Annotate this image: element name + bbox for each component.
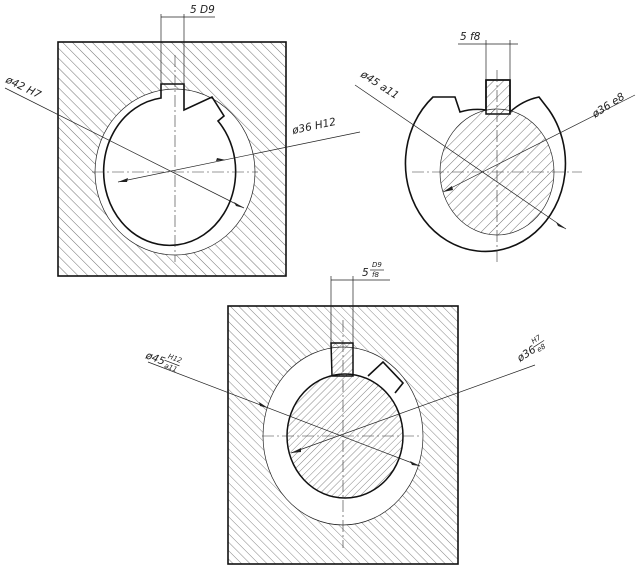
shaft-outer-dia-label: ø45 a11 [358,68,401,102]
hub-outer-dia-arrow [234,202,244,208]
assembly-outer-dia-base: ø45 [143,349,167,368]
figure-shaft: 5 f8 ø45 a11 ø36 e8 [354,31,636,262]
assembly-inner-dia-arrow [291,448,301,453]
hub-outer-dia-leader [4,87,245,209]
assembly-inner-dia-fit-bar [533,340,545,348]
hub-inner-dia-arrow-right [216,158,226,161]
assembly-outer-dia-fit-bar [164,359,180,367]
assembly-hatched-hub [228,306,458,564]
hub-outline [57,41,287,277]
shaft-inner-dia-arrow [443,186,453,192]
hub-inner-dia-arrow-left [118,178,128,182]
assembly-inner-dia-leader [290,364,536,454]
assembly-outer-dia-arrow-right [410,461,420,466]
assembly-key-width-lower: f8 [372,271,379,279]
assembly-inner-dia-lower: e8 [535,342,547,354]
assembly-key-width-upper: D9 [372,261,382,269]
assembly-outer-dia-leader [147,361,421,467]
assembly-outer-dia-arrow-left [259,402,268,408]
hub-hatched-body [58,42,286,276]
assembly-key-width-base: 5 [362,267,369,279]
shaft-inner-dia-label: ø36 e8 [589,91,627,122]
assembly-key [330,342,354,377]
shaft-outer-dia-leader [354,84,567,230]
figure-hub: 5 D9 ø42 H7 ø36 H12 [3,4,361,277]
figure-assembly: 5 D9 f8 ø45 H12 a11 ø36 H7 e8 [143,261,548,565]
shaft-outer-dia-arrow [556,222,566,229]
shaft-key [485,79,511,115]
shaft-key-width-label: 5 f8 [460,31,481,43]
hub-key-width-label: 5 D9 [190,4,215,16]
assembly-outer-dia-lower: a11 [163,362,178,374]
hub-inner-dia-label: ø36 H12 [290,116,337,137]
hub-bore-with-keyways [102,83,237,247]
assembly-keyway-secondary [367,360,405,394]
assembly-hub-outline [227,305,459,565]
hub-inner-dia-leader [117,131,361,183]
shaft-inner-dia-leader [442,94,636,193]
